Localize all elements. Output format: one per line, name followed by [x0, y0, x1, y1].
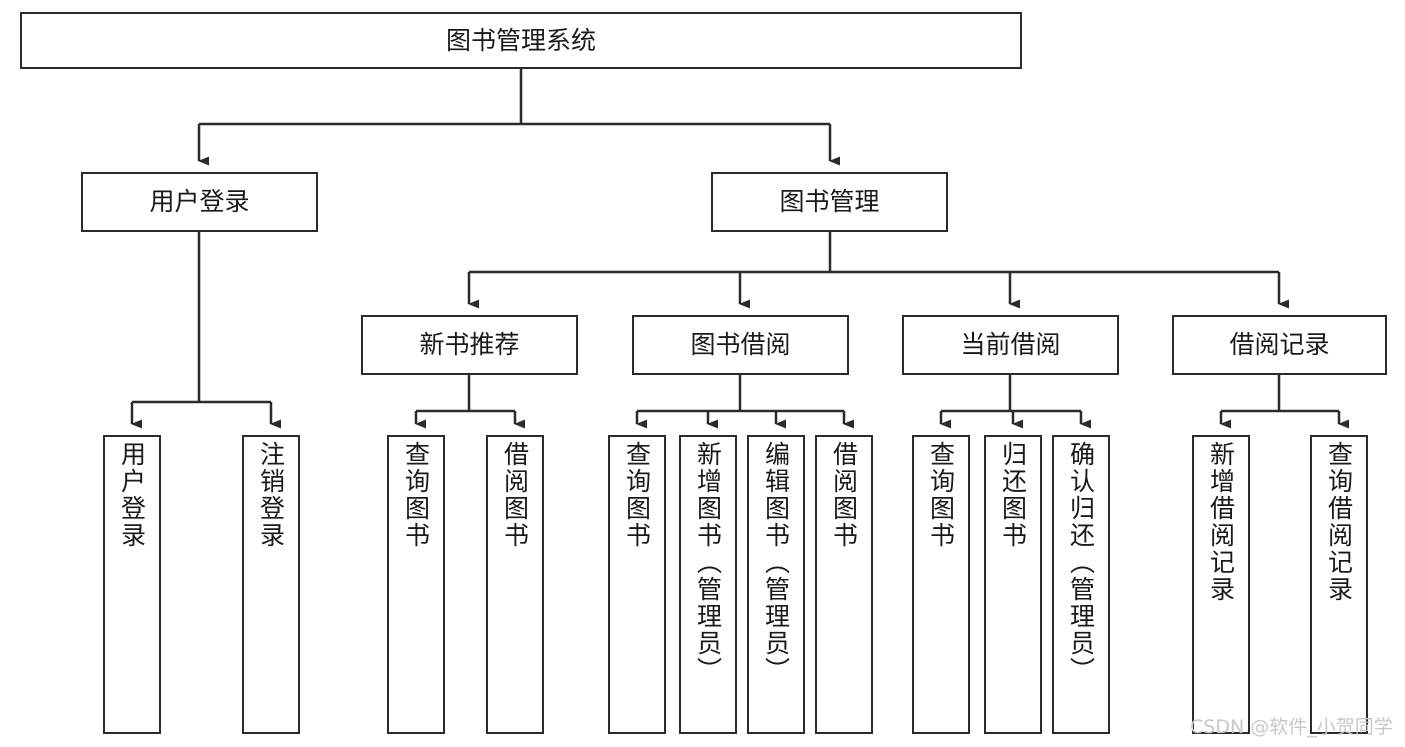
node-book-management[interactable]: 图书管理: [711, 172, 948, 232]
leaf-add-borrow-record-label: 新增借阅记录: [1206, 441, 1236, 603]
leaf-add-borrow-record[interactable]: 新增借阅记录: [1192, 435, 1250, 734]
edge-group-borrow-record: [1219, 375, 1349, 429]
leaf-user-logout[interactable]: 注销登录: [242, 435, 300, 734]
leaf-user-login-label: 用户登录: [117, 441, 147, 549]
leaf-user-logout-label: 注销登录: [256, 441, 286, 549]
edge-group-book-borrow: [635, 375, 854, 429]
leaf-user-login[interactable]: 用户登录: [103, 435, 161, 734]
csdn-watermark: CSDN @软件_小贺同学: [1190, 716, 1393, 738]
node-book-borrow[interactable]: 图书借阅: [632, 315, 849, 375]
node-root-label: 图书管理系统: [445, 25, 596, 55]
leaf-return-book-label: 归还图书: [998, 441, 1028, 549]
leaf-query-book-current-label: 查询图书: [926, 441, 956, 549]
leaf-query-book-borrow[interactable]: 查询图书: [608, 435, 666, 734]
edge-group-root: [197, 69, 840, 166]
leaf-add-book-admin[interactable]: 新增图书（管理员）: [679, 435, 737, 734]
leaf-borrow-book[interactable]: 借阅图书: [815, 435, 873, 734]
leaf-add-book-admin-label: 新增图书（管理员）: [693, 441, 723, 684]
node-current-borrow-label: 当前借阅: [960, 330, 1061, 359]
node-user-login[interactable]: 用户登录: [81, 172, 318, 232]
node-root[interactable]: 图书管理系统: [20, 12, 1022, 69]
leaf-query-book-current[interactable]: 查询图书: [912, 435, 970, 734]
leaf-query-borrow-record-label: 查询借阅记录: [1324, 441, 1354, 603]
edge-group-current-borrow: [939, 375, 1091, 429]
leaf-edit-book-admin[interactable]: 编辑图书（管理员）: [747, 435, 805, 734]
edge-group-user-login: [130, 232, 281, 429]
node-current-borrow[interactable]: 当前借阅: [902, 315, 1119, 375]
leaf-borrow-book-recommend-label: 借阅图书: [500, 441, 530, 549]
node-borrow-record[interactable]: 借阅记录: [1172, 315, 1387, 375]
leaf-confirm-return-admin[interactable]: 确认归还（管理员）: [1052, 435, 1110, 734]
leaf-return-book[interactable]: 归还图书: [984, 435, 1042, 734]
leaf-borrow-book-label: 借阅图书: [829, 441, 859, 549]
node-borrow-record-label: 借阅记录: [1229, 330, 1330, 359]
leaf-borrow-book-recommend[interactable]: 借阅图书: [486, 435, 544, 734]
leaf-query-book-borrow-label: 查询图书: [622, 441, 652, 549]
leaf-confirm-return-admin-label: 确认归还（管理员）: [1066, 441, 1096, 684]
edge-group-book-management: [467, 232, 1289, 309]
node-new-book-recommend-label: 新书推荐: [419, 330, 520, 359]
leaf-query-book-recommend-label: 查询图书: [401, 441, 431, 549]
leaf-query-book-recommend[interactable]: 查询图书: [387, 435, 445, 734]
node-user-login-label: 用户登录: [149, 187, 250, 216]
edge-group-new-book-recommend: [414, 375, 525, 429]
leaf-query-borrow-record[interactable]: 查询借阅记录: [1310, 435, 1368, 734]
leaf-edit-book-admin-label: 编辑图书（管理员）: [761, 441, 791, 684]
node-book-borrow-label: 图书借阅: [690, 330, 791, 359]
node-book-management-label: 图书管理: [779, 187, 880, 216]
node-new-book-recommend[interactable]: 新书推荐: [361, 315, 578, 375]
